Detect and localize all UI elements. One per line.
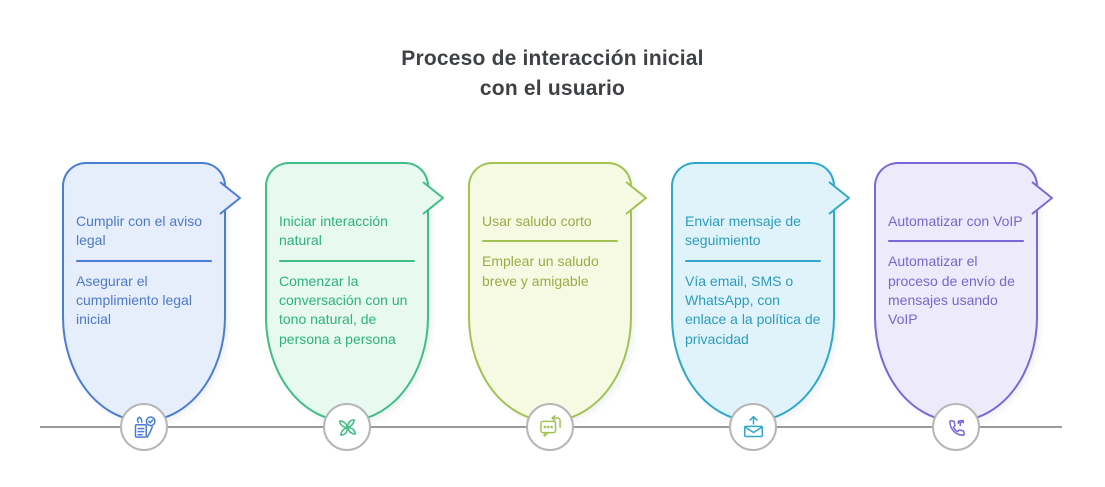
legal-compliance-icon [120,403,168,451]
step-5: Automatizar con VoIP Automatizar el proc… [874,162,1053,452]
step-divider [482,240,618,243]
step-divider [279,259,415,262]
step-title: Iniciar interacción natural [279,213,388,249]
step-2: Iniciar interacción natural Comenzar la … [265,162,444,452]
step-divider [76,259,212,262]
step-title: Usar saludo corto [482,213,592,229]
step-3: Usar saludo corto Emplear un saludo brev… [468,162,647,452]
natural-interaction-icon [323,403,371,451]
step-card: Cumplir con el aviso legal Asegurar el c… [62,162,241,422]
short-greeting-chat-icon [526,403,574,451]
step-description: Comenzar la conversación con un tono nat… [279,272,408,347]
step-divider [685,259,821,262]
bubble-tail [828,181,850,215]
step-title: Cumplir con el aviso legal [76,213,203,249]
bubble-tail [219,181,241,215]
send-email-icon [729,403,777,451]
step-card: Iniciar interacción natural Comenzar la … [265,162,444,422]
step-card: Automatizar con VoIP Automatizar el proc… [874,162,1053,422]
step-title: Enviar mensaje de seguimiento [685,213,801,249]
step-card: Enviar mensaje de seguimiento Vía email,… [671,162,850,422]
step-title: Automatizar con VoIP [888,213,1023,229]
step-description: Emplear un saludo breve y amigable [482,253,599,289]
bubble-tail [422,181,444,215]
step-4: Enviar mensaje de seguimiento Vía email,… [671,162,850,452]
step-divider [888,240,1024,243]
bubble-tail [1031,181,1053,215]
step-card: Usar saludo corto Emplear un saludo brev… [468,162,647,422]
step-description: Vía email, SMS o WhatsApp, con enlace a … [685,272,821,347]
page-title: Proceso de interacción inicial con el us… [401,47,704,101]
voip-call-routing-icon [932,403,980,451]
step-1: Cumplir con el aviso legal Asegurar el c… [62,162,241,452]
step-description: Automatizar el proceso de envío de mensa… [888,253,1015,328]
bubble-tail [625,181,647,215]
step-description: Asegurar el cumplimiento legal inicial [76,272,192,328]
